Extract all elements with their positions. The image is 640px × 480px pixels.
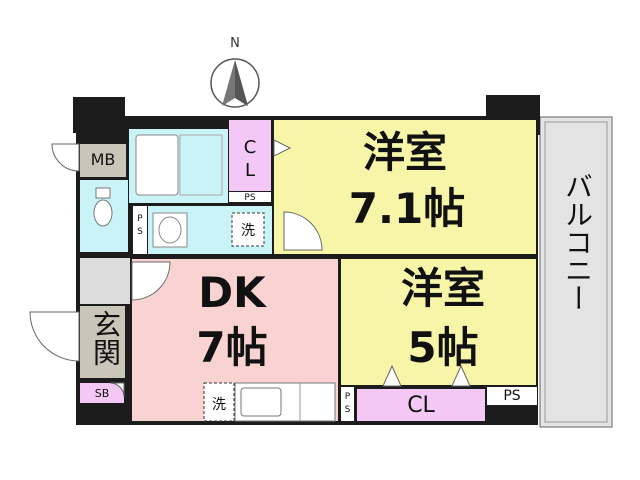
dk-room-size: 7帖 xyxy=(196,323,268,372)
dk-room-name: DK xyxy=(198,268,266,317)
compass-north-label: N xyxy=(230,36,240,51)
sb-label: SB xyxy=(94,387,110,400)
closet-top-label-l: L xyxy=(244,160,256,181)
balcony-area xyxy=(539,116,613,428)
ps-bath-label-p: P xyxy=(137,214,143,224)
closet-bottom-label: CL xyxy=(407,393,435,418)
washer-bath-label: 洗 xyxy=(241,223,255,239)
entrance-label: 玄関 xyxy=(89,310,122,366)
compass-icon xyxy=(210,58,260,108)
washer-dk-label: 洗 xyxy=(212,397,226,413)
western-room-small xyxy=(341,259,536,385)
mb-box xyxy=(80,144,126,177)
closet-top-label-c: C xyxy=(243,137,257,158)
ps-right-label: PS xyxy=(503,388,521,404)
ps-right-box xyxy=(487,387,537,405)
western-room-large-size: 7.1帖 xyxy=(348,184,466,233)
sb-box xyxy=(80,383,124,403)
western-room-large-name: 洋室 xyxy=(362,128,447,177)
mb-label: MB xyxy=(90,150,116,169)
balcony-label: バルコニー xyxy=(561,172,594,312)
ps-small-top-label: PS xyxy=(244,193,256,203)
western-room-small-name: 洋室 xyxy=(400,264,485,313)
hall xyxy=(80,258,130,304)
ps-bath-label-s: S xyxy=(137,227,143,237)
pillar-top-left xyxy=(73,97,125,133)
ps-dk-label-s: S xyxy=(344,405,351,415)
entrance-floor xyxy=(80,306,125,378)
ps-dk-label-p: P xyxy=(344,392,351,402)
closet-bottom xyxy=(357,389,485,421)
closet-top xyxy=(229,120,271,191)
western-room-small-size: 5帖 xyxy=(407,323,479,372)
